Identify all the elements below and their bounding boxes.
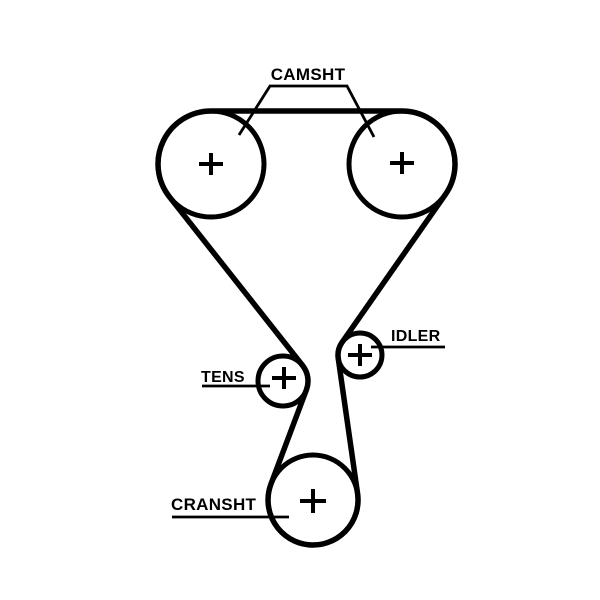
camshaft-leader-line: [237, 84, 376, 138]
tensioner-center-cross-icon: [272, 367, 296, 389]
camshaft-left-center-cross-icon: [199, 153, 223, 175]
crankshaft-label: CRANSHT: [171, 495, 257, 514]
idler-label: IDLER: [391, 328, 441, 345]
idler-center-cross-icon: [348, 344, 372, 366]
timing-belt: [155, 108, 458, 548]
camshaft-label: CAMSHT: [271, 65, 346, 84]
crankshaft-center-cross-icon: [300, 489, 326, 513]
camshaft-right-center-cross-icon: [390, 152, 414, 174]
tensioner-label: TENS: [201, 369, 245, 386]
